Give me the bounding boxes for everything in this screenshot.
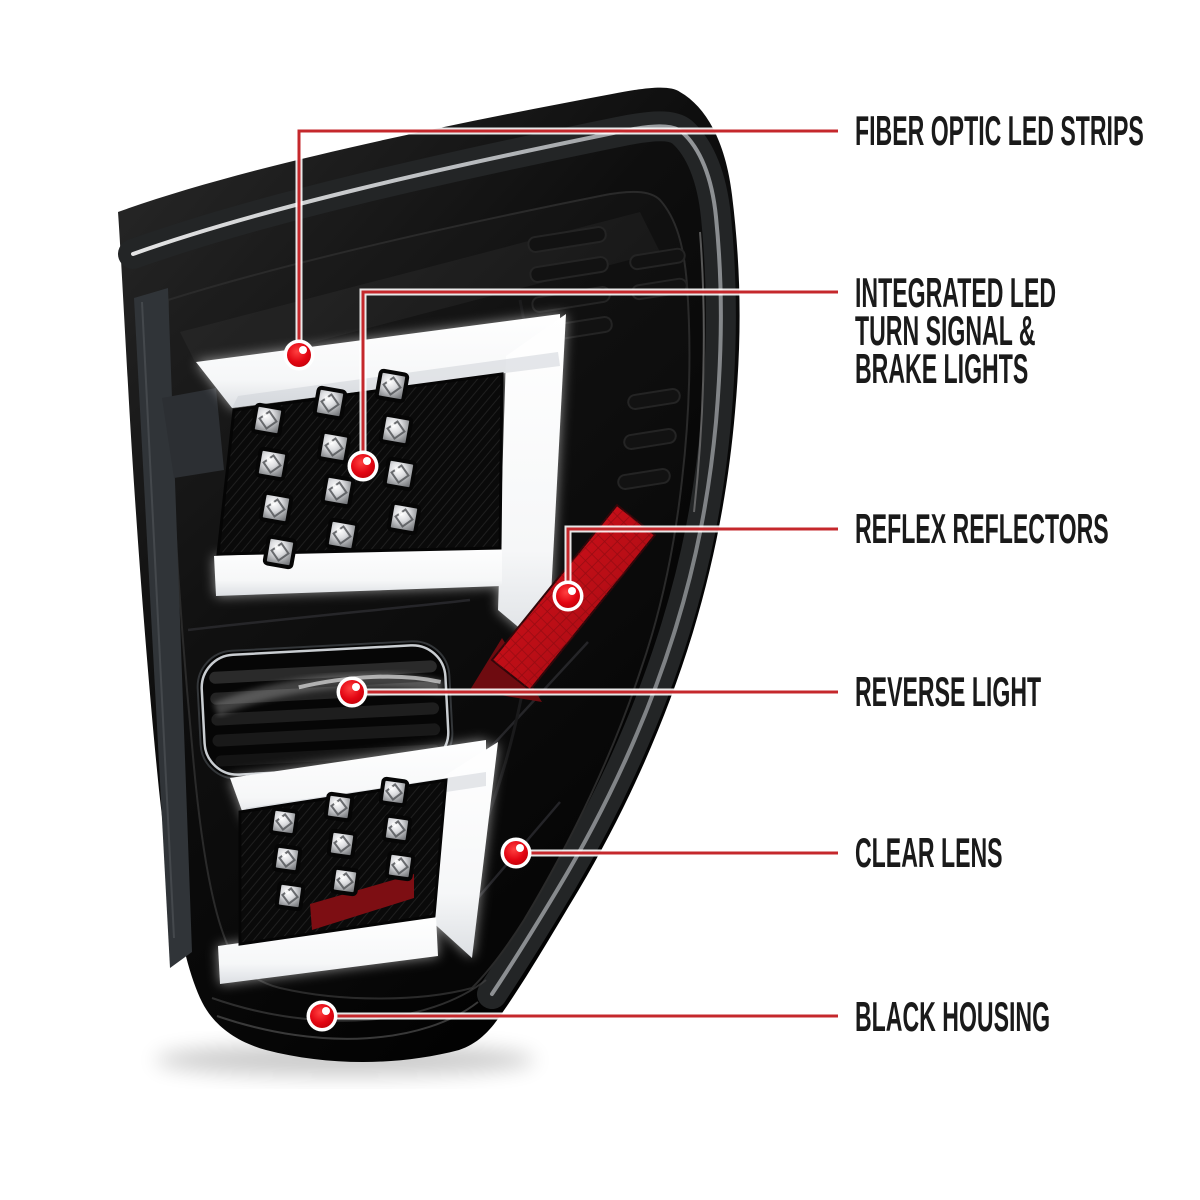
callout-label-reverse-light: REVERSE LIGHT (855, 668, 1042, 715)
upper-right-ribs (527, 225, 688, 490)
callout-label-fiber-optic-led-strips: FIBER OPTIC LED STRIPS (855, 107, 1144, 154)
led-cell (320, 473, 356, 509)
led-cell (316, 429, 352, 465)
left-bezel-highlight (141, 301, 175, 939)
callout-line-reflex-reflectors (564, 525, 838, 596)
led-cell (378, 776, 410, 808)
callout-line-integrated-led-turn-signal-brake-lights (359, 288, 838, 466)
led-cell (384, 850, 416, 882)
callout-label-text: BLACK HOUSING (855, 993, 1051, 1040)
led-cell (268, 806, 300, 838)
callout-label-black-housing: BLACK HOUSING (855, 993, 1051, 1040)
callout-dot-integrated-led-turn-signal-brake-lights (347, 450, 379, 482)
led-cell (254, 446, 290, 482)
chrome-trim-main (131, 124, 723, 996)
callout-label-text: TURN SIGNAL & (855, 307, 1036, 354)
upper-bar-right-bar (498, 314, 566, 652)
led-cell (378, 412, 414, 448)
callout-dots (283, 339, 584, 1032)
led-cell (262, 534, 298, 570)
callout-label-text: FIBER OPTIC LED STRIPS (855, 107, 1144, 154)
callout-label-text: REVERSE LIGHT (855, 668, 1042, 715)
callout-dot-fiber-optic-led-strips (283, 339, 315, 371)
callout-line-fiber-optic-led-strips (295, 127, 838, 355)
callout-dot-reflex-reflectors (552, 580, 584, 612)
led-cell (374, 368, 410, 404)
led-cell (258, 490, 294, 526)
callout-label-text: BRAKE LIGHTS (855, 345, 1029, 392)
led-cell (271, 843, 303, 875)
left-bezel-wall (134, 288, 192, 968)
callout-lines (295, 127, 838, 1020)
callout-label-reflex-reflectors: REFLEX REFLECTORS (855, 505, 1109, 552)
chrome-trim-secondary (693, 231, 705, 513)
led-cell (312, 385, 348, 421)
led-cell (323, 791, 355, 823)
callout-label-clear-lens: CLEAR LENS (855, 829, 1003, 876)
chrome-trim (131, 124, 723, 996)
callout-dot-black-housing (306, 1000, 338, 1032)
led-cell (329, 865, 361, 897)
led-cell (382, 456, 418, 492)
led-cell (324, 517, 360, 553)
upper-left-facet (162, 388, 224, 478)
reverse-highlight-bright (298, 674, 442, 690)
reverse-light (196, 640, 454, 780)
led-cell (326, 828, 358, 860)
callout-label-text: INTEGRATED LED (855, 269, 1057, 316)
led-cell (386, 500, 422, 536)
lower-led-array (238, 776, 448, 946)
callout-label-text: REFLEX REFLECTORS (855, 505, 1109, 552)
callout-dot-reverse-light (336, 676, 368, 708)
upper-bar-top-band (196, 314, 560, 408)
callout-label-integrated-led-turn-signal-brake-lights: INTEGRATED LED TURN SIGNAL & BRAKE LIGHT… (855, 269, 1057, 392)
led-cell (250, 402, 286, 438)
led-cell (274, 880, 306, 912)
callout-label-text: CLEAR LENS (855, 829, 1003, 876)
lower-bar-bottom-band (218, 916, 438, 984)
callout-dot-clear-lens (500, 837, 532, 869)
lower-brake-reflector (310, 874, 414, 930)
led-cell (381, 813, 413, 845)
